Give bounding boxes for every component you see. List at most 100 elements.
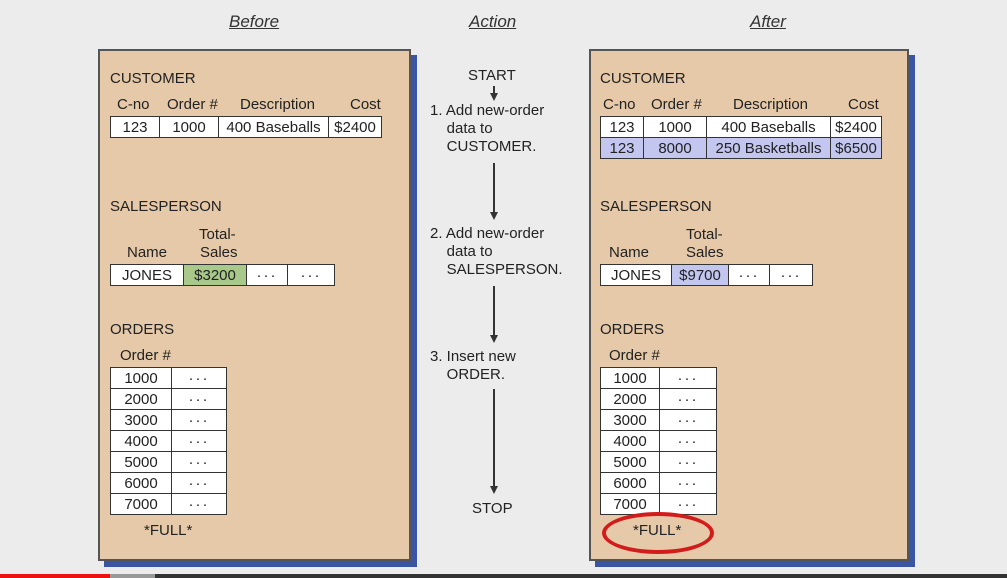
after-sp-col-total-2: Sales <box>686 244 724 261</box>
video-progress-fill <box>0 574 111 578</box>
table-row: 2000··· <box>110 388 227 410</box>
cell-desc: 400 Baseballs <box>218 116 329 138</box>
cell-dots: ··· <box>728 264 770 286</box>
cell-order: 6000 <box>600 472 660 494</box>
table-row: 2000··· <box>600 388 717 410</box>
after-salesperson-table: JONES $9700 ··· ··· <box>600 264 813 286</box>
before-full-label: *FULL* <box>144 522 193 539</box>
cell-cno: 123 <box>600 137 644 159</box>
cell-dots: ··· <box>659 430 717 452</box>
cell-order: 3000 <box>600 409 660 431</box>
action-step-3: 3. Insert new ORDER. <box>430 348 516 383</box>
cell-cost: $2400 <box>328 116 382 138</box>
table-row: 123 1000 400 Baseballs $2400 <box>110 116 382 138</box>
table-row: JONES $9700 ··· ··· <box>600 264 813 286</box>
cell-order: 3000 <box>110 409 172 431</box>
cell-order: 5000 <box>110 451 172 473</box>
table-row: 3000··· <box>110 409 227 431</box>
cell-order: 7000 <box>110 493 172 515</box>
cell-cno: 123 <box>600 116 644 138</box>
cell-order: 4000 <box>110 430 172 452</box>
table-row: 123 8000 250 Basketballs $6500 <box>600 137 882 159</box>
before-customer-col-cno: C-no <box>117 96 150 113</box>
table-row: 123 1000 400 Baseballs $2400 <box>600 116 882 138</box>
header-before: Before <box>229 12 280 31</box>
before-orders-col: Order # <box>120 347 171 364</box>
cell-dots: ··· <box>171 493 227 515</box>
cell-dots: ··· <box>659 367 717 389</box>
cell-dots: ··· <box>171 472 227 494</box>
after-orders-col: Order # <box>609 347 660 364</box>
before-customer-table: 123 1000 400 Baseballs $2400 <box>110 116 382 138</box>
cell-desc: 400 Baseballs <box>706 116 831 138</box>
after-customer-col-cost: Cost <box>848 96 879 113</box>
before-customer-col-desc: Description <box>240 96 316 113</box>
before-orders-table: 1000··· 2000··· 3000··· 4000··· 5000··· … <box>110 367 227 515</box>
cell-dots: ··· <box>769 264 813 286</box>
cell-dots: ··· <box>287 264 335 286</box>
arrow-line-2 <box>493 163 495 213</box>
table-row: 6000··· <box>110 472 227 494</box>
after-customer-col-cno: C-no <box>603 96 636 113</box>
cell-order: 4000 <box>600 430 660 452</box>
cell-dots: ··· <box>171 367 227 389</box>
cell-dots: ··· <box>659 388 717 410</box>
after-customer-col-desc: Description <box>733 96 809 113</box>
arrow-head-4 <box>490 486 498 494</box>
after-orders-table: 1000··· 2000··· 3000··· 4000··· 5000··· … <box>600 367 717 515</box>
before-sp-col-total-2: Sales <box>200 244 238 261</box>
table-row: 4000··· <box>110 430 227 452</box>
header-action: Action <box>469 12 517 31</box>
action-step-2: 2. Add new-order data to SALESPERSON. <box>430 225 563 278</box>
table-row: JONES $3200 ··· ··· <box>110 264 335 286</box>
table-row: 5000··· <box>110 451 227 473</box>
table-row: 6000··· <box>600 472 717 494</box>
cell-cost: $6500 <box>830 137 882 159</box>
cell-order: 1000 <box>159 116 219 138</box>
table-row: 3000··· <box>600 409 717 431</box>
action-start: START <box>468 67 516 84</box>
cell-order: 5000 <box>600 451 660 473</box>
cell-name: JONES <box>110 264 184 286</box>
cell-cost: $2400 <box>830 116 882 138</box>
cell-dots: ··· <box>659 493 717 515</box>
arrow-head-2 <box>490 212 498 220</box>
action-stop: STOP <box>472 500 513 517</box>
after-customer-title: CUSTOMER <box>600 70 686 87</box>
arrow-line-1 <box>493 86 495 94</box>
arrow-line-4 <box>493 389 495 487</box>
cell-cno: 123 <box>110 116 160 138</box>
cell-dots: ··· <box>171 409 227 431</box>
table-row: 7000··· <box>600 493 717 515</box>
table-row: 1000··· <box>600 367 717 389</box>
cell-order: 1000 <box>600 367 660 389</box>
arrow-line-3 <box>493 286 495 336</box>
cell-order: 2000 <box>110 388 172 410</box>
after-salesperson-title: SALESPERSON <box>600 198 712 215</box>
cell-name: JONES <box>600 264 672 286</box>
table-row: 1000··· <box>110 367 227 389</box>
before-salesperson-title: SALESPERSON <box>110 198 222 215</box>
cell-dots: ··· <box>171 430 227 452</box>
before-orders-title: ORDERS <box>110 321 175 338</box>
cell-total-sales: $3200 <box>183 264 247 286</box>
before-sp-col-name: Name <box>127 244 168 261</box>
cell-dots: ··· <box>246 264 288 286</box>
video-progress-bar[interactable] <box>0 574 1007 578</box>
action-step-1: 1. Add new-order data to CUSTOMER. <box>430 102 545 155</box>
before-sp-col-total-1: Total- <box>199 226 236 243</box>
full-highlight-circle <box>602 512 714 554</box>
table-row: 4000··· <box>600 430 717 452</box>
after-sp-col-name: Name <box>609 244 650 261</box>
cell-dots: ··· <box>171 388 227 410</box>
after-customer-col-order: Order # <box>651 96 702 113</box>
after-full-label: *FULL* <box>633 522 682 539</box>
cell-order: 1000 <box>643 116 707 138</box>
cell-order: 2000 <box>600 388 660 410</box>
before-customer-title: CUSTOMER <box>110 70 196 87</box>
arrow-head-1 <box>490 93 498 101</box>
before-salesperson-table: JONES $3200 ··· ··· <box>110 264 335 286</box>
after-sp-col-total-1: Total- <box>686 226 723 243</box>
cell-order: 6000 <box>110 472 172 494</box>
arrow-head-3 <box>490 335 498 343</box>
